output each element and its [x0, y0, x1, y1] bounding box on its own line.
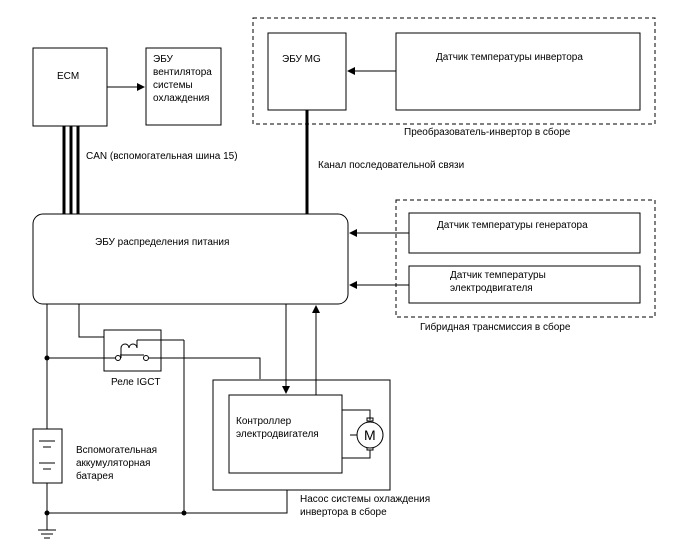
relay-contact-right-icon [143, 355, 149, 361]
motor-controller-box [228, 394, 343, 474]
mg-ecu-box [267, 32, 347, 111]
fan-ecu-label: ЭБУ вентилятора системы охлаждения [153, 54, 215, 104]
motor-temp-sensor-label: Датчик температуры электродвигателя [450, 270, 549, 294]
ecm-label: ECM [57, 71, 79, 82]
inverter-assembly-border [252, 17, 656, 125]
pump-assembly-label: Насос системы охлаждения инвертора в сбо… [300, 494, 433, 518]
can-bus-label: CAN (вспомогательная шина 15) [86, 151, 238, 162]
motor-temp-sensor-box [408, 265, 641, 304]
relay-coil-icon [120, 343, 138, 349]
igct-relay-label: Реле IGCT [111, 377, 161, 388]
relay-to-pump-wire [149, 357, 261, 379]
mg-ecu-label: ЭБУ MG [282, 54, 321, 65]
aux-battery-label: Вспомогательная аккумуляторная батарея [76, 445, 160, 482]
hybrid-transmission-label: Гибридная трансмиссия в сборе [420, 321, 571, 333]
inverter-temp-sensor-label: Датчик температуры инвертора [436, 52, 583, 63]
aux-battery-box [32, 428, 63, 484]
fan-ecu-box [145, 47, 222, 126]
pump-assembly-box [212, 379, 391, 491]
ground-rail [47, 490, 288, 514]
hybrid-transmission-border [395, 199, 656, 318]
motor-controller-label: Контроллер электродвигателя [236, 416, 319, 440]
serial-link-label: Канал последовательной связи [318, 160, 464, 171]
power-ecu-box [32, 213, 349, 305]
inverter-assembly-label: Преобразователь-инвертор в сборе [404, 126, 571, 138]
relay-contact-left-icon [115, 355, 121, 361]
generator-temp-sensor-box [408, 212, 641, 254]
ecu-to-relay-wire [78, 304, 104, 338]
inverter-temp-sensor-box [395, 32, 641, 111]
power-ecu-label: ЭБУ распределения питания [95, 237, 229, 248]
motor-symbol-label: M [364, 427, 376, 443]
igct-relay-box [103, 329, 162, 372]
generator-temp-sensor-label: Датчик температуры генератора [437, 220, 588, 231]
ecm-box [32, 47, 108, 127]
